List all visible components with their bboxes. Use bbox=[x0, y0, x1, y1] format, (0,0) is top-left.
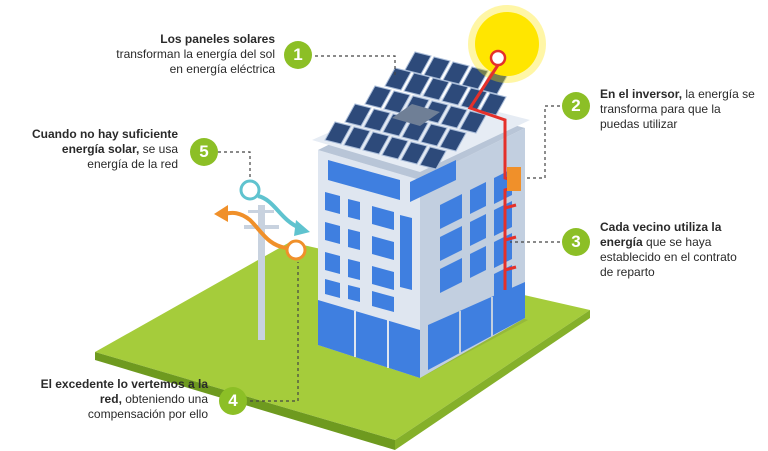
callout-2-text: la energía se transforma para que la pue… bbox=[600, 87, 755, 131]
solar-panel bbox=[440, 105, 468, 129]
callout-5: Cuando no hay suficiente energía solar, … bbox=[22, 127, 178, 172]
solar-panel bbox=[400, 141, 428, 165]
solar-panel bbox=[419, 146, 447, 170]
step-badge-2: 2 bbox=[562, 92, 590, 120]
solar-panel bbox=[404, 51, 432, 75]
step-badge-4: 4 bbox=[219, 387, 247, 415]
sun-icon bbox=[468, 5, 546, 83]
roof-hatch bbox=[392, 104, 440, 126]
grid-out-arrow bbox=[214, 205, 307, 261]
solar-panel bbox=[439, 128, 467, 152]
callout-1-bold: Los paneles solares bbox=[160, 32, 275, 46]
callout-3: Cada vecino utiliza la energía que se ha… bbox=[600, 220, 740, 280]
callout-2: En el inversor, la energía se transforma… bbox=[600, 87, 755, 132]
connector-lines bbox=[218, 55, 560, 402]
solar-panel bbox=[423, 56, 451, 80]
solar-panel bbox=[364, 85, 392, 109]
callout-1-text: transforman la energía del sol en energí… bbox=[116, 47, 275, 76]
solar-panel bbox=[461, 66, 489, 90]
solar-panel bbox=[381, 136, 409, 160]
step-badge-1: 1 bbox=[284, 41, 312, 69]
solar-panel bbox=[344, 103, 372, 127]
callout-5-bold: Cuando no hay suficiente energía solar, bbox=[31, 127, 178, 156]
utility-pole bbox=[244, 205, 279, 340]
step-badge-3: 3 bbox=[562, 228, 590, 256]
solar-panel bbox=[420, 123, 448, 147]
solar-panel bbox=[362, 131, 390, 155]
callout-3-text: que se haya establecido en el contrato d… bbox=[600, 235, 737, 279]
callout-5-text: se usa energía de la red bbox=[87, 142, 178, 171]
building bbox=[312, 92, 530, 378]
callout-4-text: obteniendo una compensación por ello bbox=[87, 392, 208, 421]
callout-4-bold: El excedente lo vertemos a la red, bbox=[40, 377, 208, 406]
callout-4: El excedente lo vertemos a la red, obten… bbox=[28, 377, 208, 422]
inverter-box bbox=[507, 167, 521, 191]
solar-panel bbox=[324, 121, 352, 145]
callout-2-bold: En el inversor, bbox=[600, 87, 683, 101]
callout-1: Los paneles solares transforman la energ… bbox=[100, 32, 275, 77]
solar-panel bbox=[343, 126, 371, 150]
callout-3-bold: Cada vecino utiliza la energía bbox=[600, 220, 722, 249]
grid-in-arrow bbox=[239, 179, 310, 236]
step-badge-5: 5 bbox=[190, 138, 218, 166]
solar-panel bbox=[383, 90, 411, 114]
solar-panel bbox=[442, 61, 470, 85]
solar-panel bbox=[363, 108, 391, 132]
